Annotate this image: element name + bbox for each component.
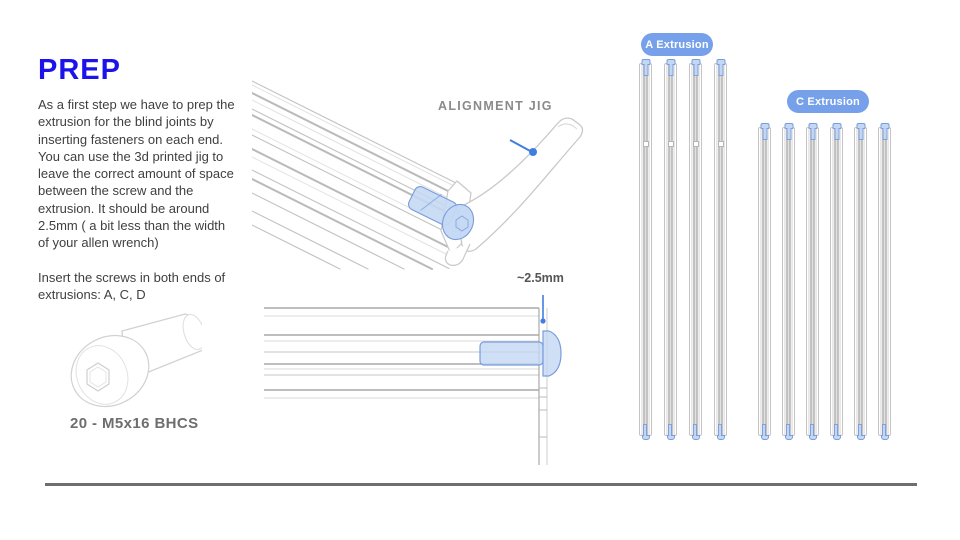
screw-top-icon [880, 123, 889, 140]
bhcs-screw-illustration [70, 313, 202, 408]
intro-text: As a first step we have to prep the extr… [38, 96, 238, 320]
access-hole [643, 141, 649, 147]
badge-c-extrusion: C Extrusion [787, 90, 869, 113]
screw-top-icon [716, 59, 725, 76]
extrusion-bar [830, 123, 843, 440]
extrusion-bar [806, 123, 819, 440]
screw-top-icon [666, 59, 675, 76]
extrusion-bar [639, 59, 652, 440]
access-hole [693, 141, 699, 147]
screw-top-icon [808, 123, 817, 140]
extrusion-bar [782, 123, 795, 440]
intro-paragraph-2: Insert the screws in both ends of extrus… [38, 269, 226, 302]
intro-paragraph-1: As a first step we have to prep the extr… [38, 97, 235, 251]
alignment-jig-label: ALIGNMENT JIG [438, 99, 553, 113]
screw-bottom-icon [880, 424, 889, 440]
screw-bottom-icon [691, 424, 700, 440]
access-hole [668, 141, 674, 147]
screw-top-icon [832, 123, 841, 140]
screw-top-icon [641, 59, 650, 76]
access-hole [718, 141, 724, 147]
extrusion-side-view [264, 295, 562, 465]
screw-bottom-icon [716, 424, 725, 440]
screw-bottom-icon [856, 424, 865, 440]
page-title: PREP [38, 54, 121, 86]
extrusion-bar [878, 123, 891, 440]
extrusion-bars-c [758, 123, 891, 440]
screw-bottom-icon [832, 424, 841, 440]
screw-bottom-icon [641, 424, 650, 440]
screw-bottom-icon [666, 424, 675, 440]
hardware-count-label: 20 - M5x16 BHCS [70, 415, 199, 432]
extrusion-bar [758, 123, 771, 440]
screw-bottom-icon [784, 424, 793, 440]
extrusion-bar [689, 59, 702, 440]
screw-top-icon [856, 123, 865, 140]
bottom-divider [45, 483, 917, 486]
inserted-screw-side [479, 330, 562, 377]
extrusion-bar [714, 59, 727, 440]
screw-bottom-icon [808, 424, 817, 440]
extrusion-bar [854, 123, 867, 440]
screw-top-icon [760, 123, 769, 140]
screw-top-icon [691, 59, 700, 76]
extrusion-bars-a [639, 59, 727, 440]
inserted-screw-iso [408, 186, 475, 241]
screw-top-icon [784, 123, 793, 140]
screw-bottom-icon [760, 424, 769, 440]
badge-a-extrusion: A Extrusion [641, 33, 713, 56]
extrusion-isometric-view [252, 80, 584, 270]
extrusion-bar [664, 59, 677, 440]
gap-dimension-label: ~2.5mm [517, 271, 564, 285]
